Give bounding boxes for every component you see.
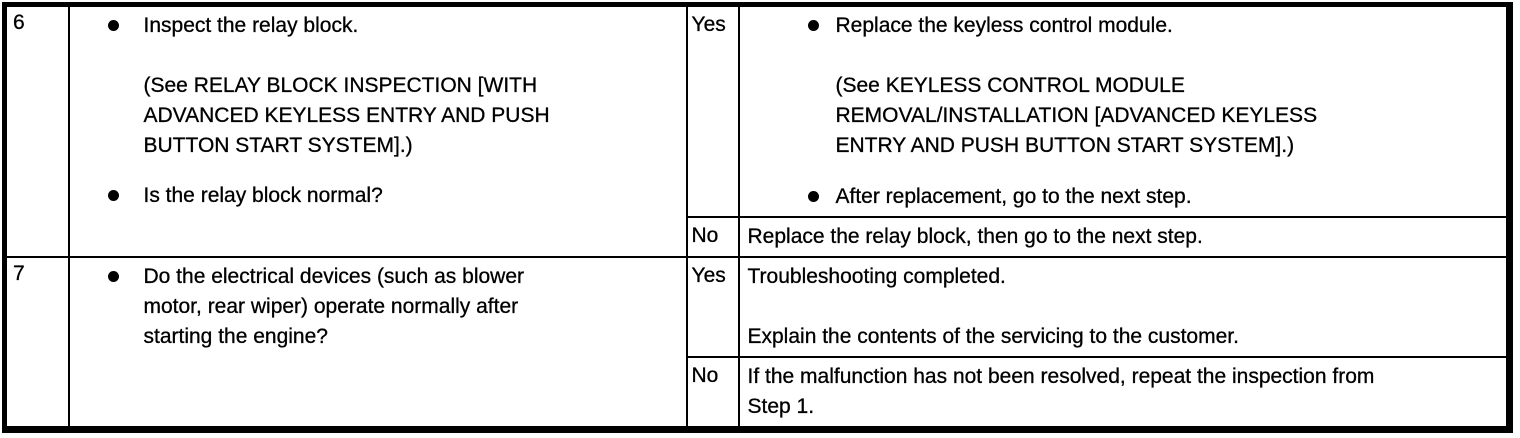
action-list: Replace the keyless control module. (See… <box>741 7 1507 215</box>
step7-yes-label-cell: Yes <box>685 256 740 358</box>
step6-number-cell: 6 <box>3 3 70 258</box>
bullet-icon <box>107 20 119 31</box>
step6-yes-action-cell: Replace the keyless control module. (See… <box>737 3 1511 218</box>
bullet-icon <box>107 271 119 282</box>
inspection-item: Is the relay block normal? <box>107 181 678 211</box>
inspection-text: Do the electrical devices (such as blowe… <box>143 265 525 348</box>
table-row-step7-no: No If the malfunction has not been resol… <box>5 356 1511 431</box>
bullet-icon <box>807 191 819 202</box>
table-row-step7-yes: 7 Do the electrical devices (such as blo… <box>3 256 1511 431</box>
bullet-icon <box>807 20 819 31</box>
inspection-list: Inspect the relay block. (See RELAY BLOC… <box>71 7 685 215</box>
step6-yes-label-cell: Yes <box>685 3 740 218</box>
step7-no-label-cell: No <box>685 356 740 431</box>
table-row-step6-yes: 6 Inspect the relay block. (See RELAY BL… <box>3 3 1511 258</box>
action-text: Troubleshooting completed. Explain the c… <box>747 265 1239 348</box>
step7-no-action-cell: If the malfunction has not been resolved… <box>737 356 1511 431</box>
step6-no-action-cell: Replace the relay block, then go to the … <box>737 216 1511 258</box>
no-label: No <box>691 364 719 387</box>
action-text: After replacement, go to the next step. <box>835 185 1192 208</box>
table-row-step6-no: No Replace the relay block, then go to t… <box>5 216 1511 258</box>
inspection-item: Inspect the relay block. (See RELAY BLOC… <box>107 11 678 161</box>
action-item: Replace the keyless control module. (See… <box>807 11 1499 161</box>
bullet-icon <box>107 190 119 201</box>
inspection-text: Inspect the relay block. (See RELAY BLOC… <box>143 14 550 157</box>
inspection-list: Do the electrical devices (such as blowe… <box>71 259 685 356</box>
action-text: Replace the relay block, then go to the … <box>747 225 1203 248</box>
no-label: No <box>691 224 719 247</box>
action-item: After replacement, go to the next step. <box>807 182 1499 212</box>
action-text: Replace the keyless control module. (See… <box>835 14 1318 157</box>
troubleshooting-table: 6 Inspect the relay block. (See RELAY BL… <box>2 2 1513 433</box>
yes-label: Yes <box>691 13 726 36</box>
step-number: 6 <box>13 11 25 34</box>
action-text: If the malfunction has not been resolved… <box>747 365 1375 418</box>
inspection-item: Do the electrical devices (such as blowe… <box>107 262 678 352</box>
step7-yes-action-cell: Troubleshooting completed. Explain the c… <box>737 256 1511 358</box>
step7-inspection-cell: Do the electrical devices (such as blowe… <box>67 256 688 431</box>
inspection-text: Is the relay block normal? <box>143 184 383 207</box>
step6-no-label-cell: No <box>685 216 740 258</box>
step-number: 7 <box>13 262 25 285</box>
step6-inspection-cell: Inspect the relay block. (See RELAY BLOC… <box>67 3 688 258</box>
step7-number-cell: 7 <box>3 256 70 431</box>
yes-label: Yes <box>691 264 726 287</box>
